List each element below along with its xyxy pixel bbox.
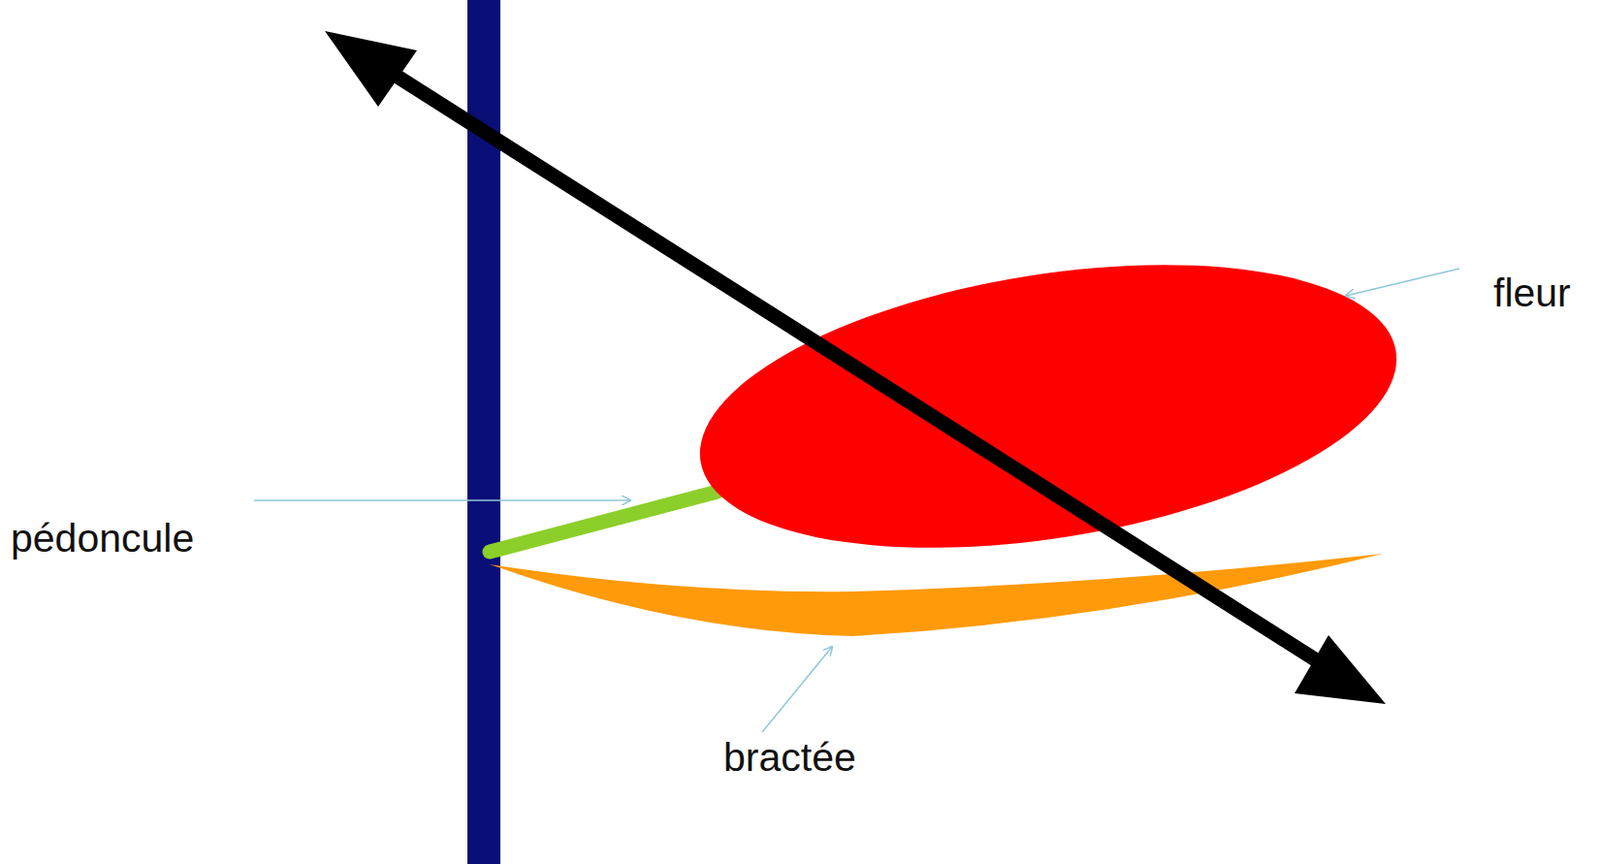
- leader-line: [762, 646, 832, 733]
- arrow-head: [324, 31, 417, 107]
- symmetry-axis: [368, 58, 1334, 672]
- flower-shape: [679, 221, 1417, 592]
- part-label: fleur: [1493, 270, 1571, 317]
- arrow-head: [1294, 635, 1386, 704]
- leader-line: [1345, 268, 1460, 296]
- part-label: pédoncule: [10, 515, 194, 562]
- part-label: bractée: [723, 735, 857, 781]
- leader-line: [254, 499, 631, 502]
